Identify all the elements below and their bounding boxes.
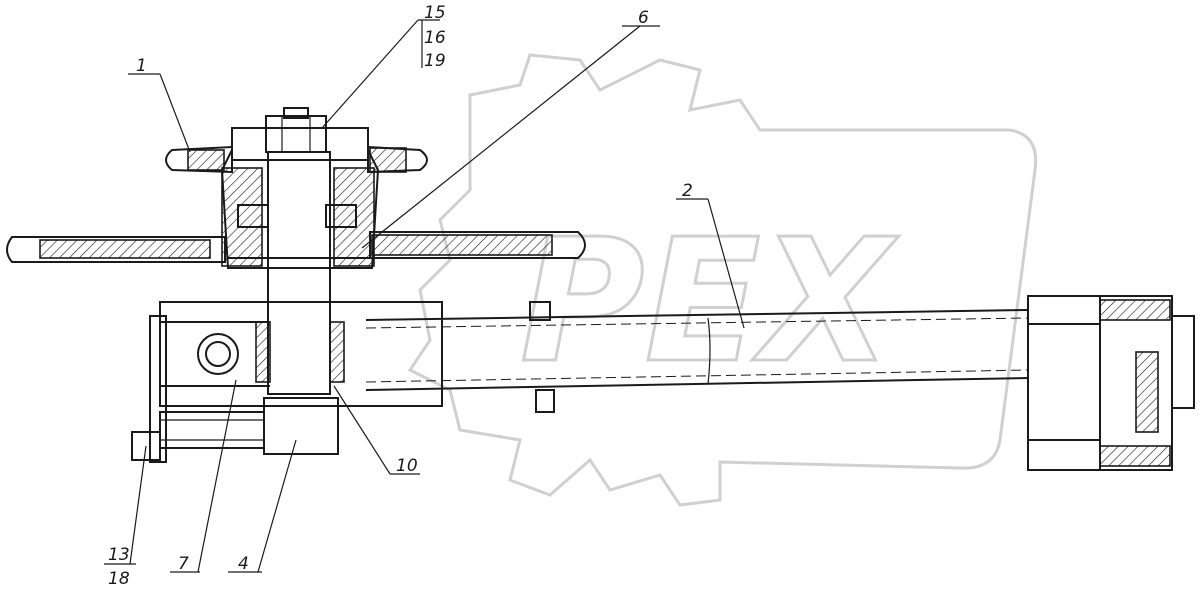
callout-13: 13: [108, 545, 130, 565]
callout-6: 6: [638, 8, 649, 28]
bolt: [131, 411, 265, 461]
hub-housing: [220, 127, 380, 269]
leader-lines: [104, 19, 745, 573]
callout-10: 10: [396, 456, 418, 476]
watermark-logo: PEX: [407, 53, 1038, 507]
top-nut: [265, 107, 327, 153]
callout-18: 18: [108, 569, 130, 589]
callout-2: 2: [682, 181, 693, 201]
callout-15: 15: [424, 3, 446, 23]
clevis-block: [149, 301, 443, 463]
callout-7: 7: [178, 554, 189, 574]
callout-1: 1: [136, 56, 147, 76]
callout-4: 4: [238, 554, 249, 574]
callout-19: 19: [424, 51, 446, 71]
callout-16: 16: [424, 28, 446, 48]
vertical-shaft: [255, 151, 345, 455]
long-tube: [365, 301, 1029, 413]
long-handle: [6, 231, 586, 263]
callout-labels: 1 15 16 19 6 2 10 4 7 13 18: [108, 3, 693, 589]
end-socket: [1027, 295, 1195, 471]
